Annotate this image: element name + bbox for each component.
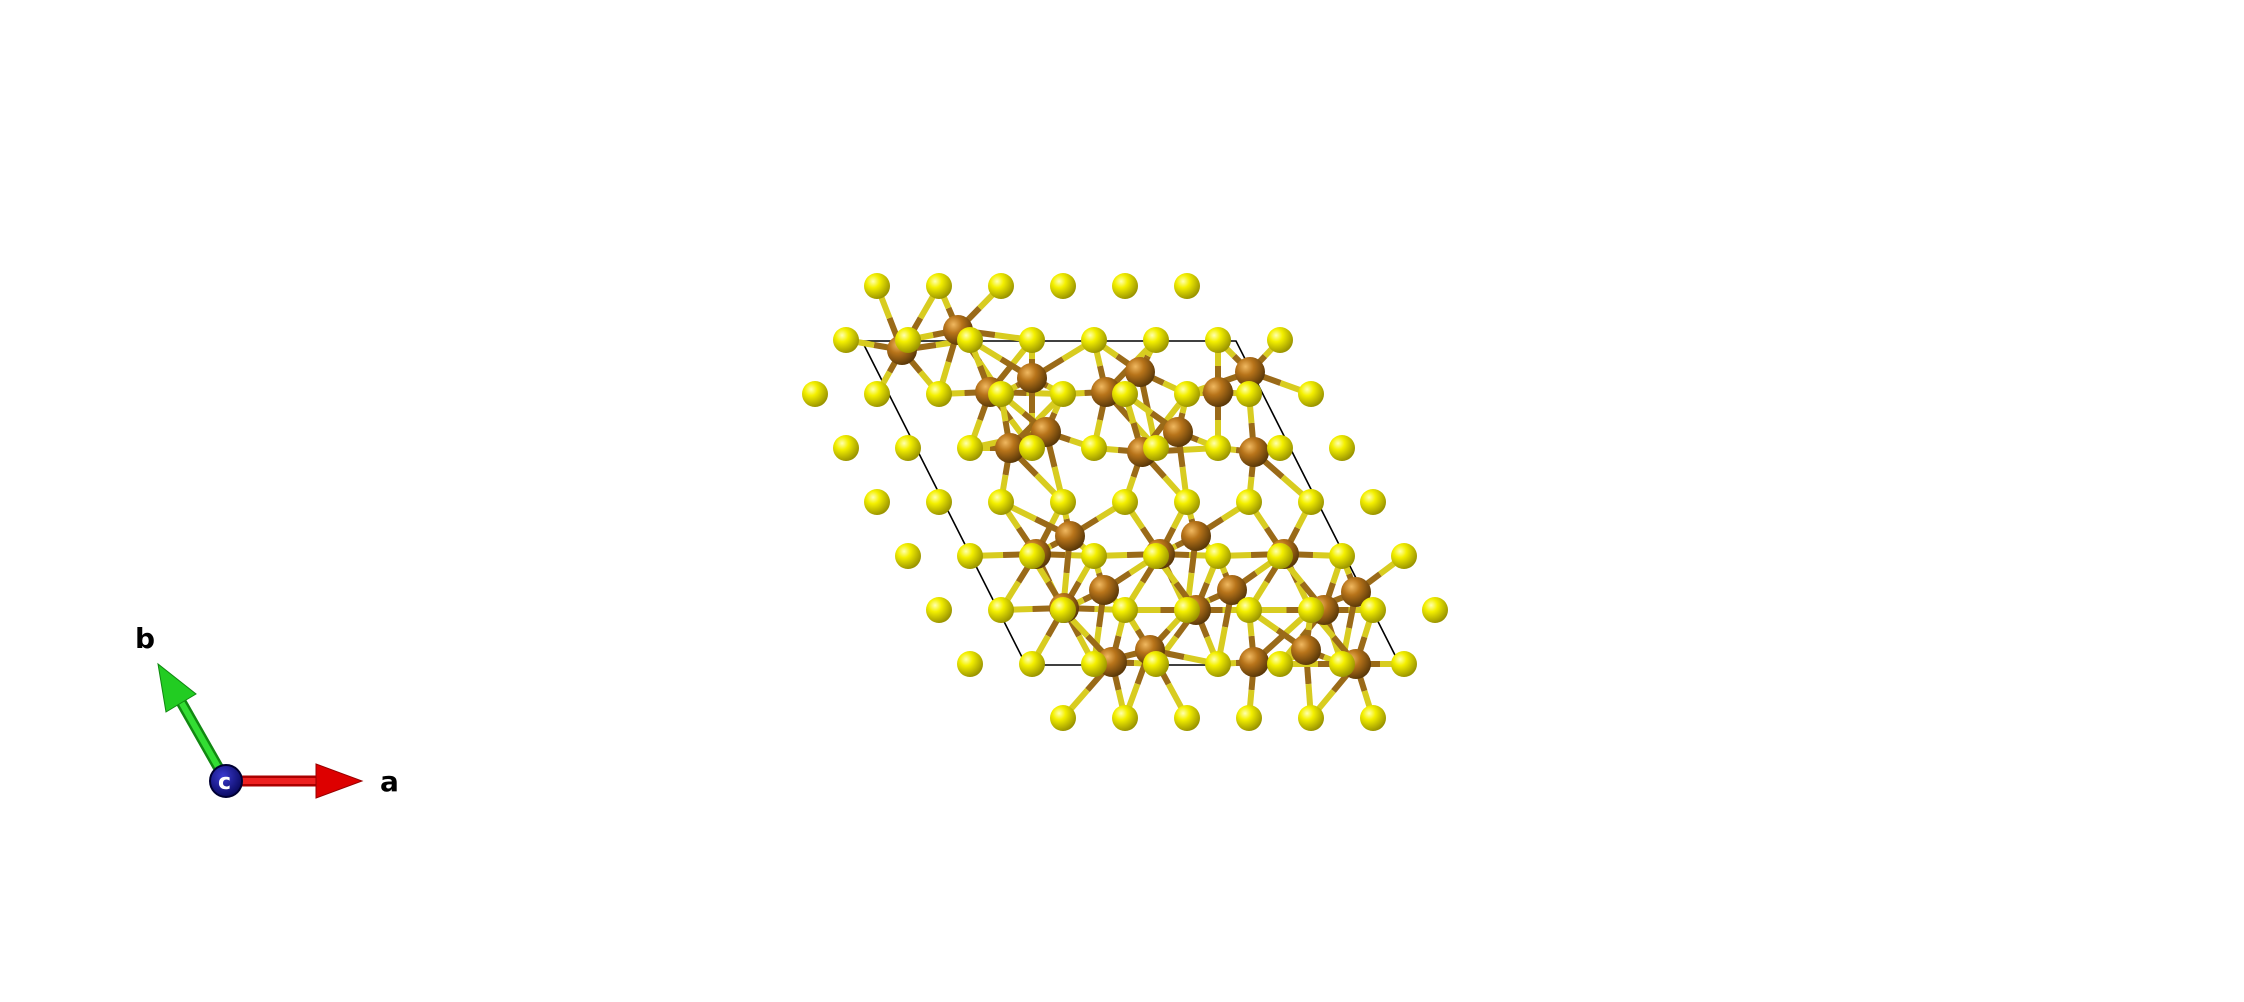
anion-atom[interactable] [957,435,983,461]
anion-atom[interactable] [1298,597,1324,623]
anion-atom[interactable] [926,381,952,407]
anion-atom[interactable] [957,327,983,353]
anion-atom[interactable] [1081,543,1107,569]
axis-label-b: b [135,622,155,655]
anion-atom[interactable] [1143,327,1169,353]
cation-atom[interactable] [995,433,1025,463]
anion-atom[interactable] [988,489,1014,515]
anion-atom[interactable] [1329,651,1355,677]
axis-label-c: c [218,770,231,795]
anion-atom[interactable] [1019,435,1045,461]
anion-atom[interactable] [1112,381,1138,407]
anion-atom[interactable] [988,273,1014,299]
anion-atom[interactable] [1112,273,1138,299]
anion-atom[interactable] [1174,597,1200,623]
anion-atom[interactable] [1205,543,1231,569]
anion-atom[interactable] [988,381,1014,407]
anion-atom[interactable] [1391,651,1417,677]
axis-triad: a b c [135,622,399,799]
anion-atom[interactable] [833,435,859,461]
anion-atom[interactable] [1050,381,1076,407]
anion-atom[interactable] [1236,705,1262,731]
anion-atom[interactable] [926,489,952,515]
anion-atom[interactable] [1205,651,1231,677]
anion-atom[interactable] [1267,651,1293,677]
anion-atom[interactable] [1422,597,1448,623]
anion-atom[interactable] [1329,435,1355,461]
cation-atom[interactable] [1239,647,1269,677]
cation-atom[interactable] [1181,521,1211,551]
anion-atom[interactable] [1267,543,1293,569]
cation-atom[interactable] [1203,377,1233,407]
anion-atom[interactable] [1081,327,1107,353]
cation-atom[interactable] [1089,575,1119,605]
cation-atom[interactable] [1055,521,1085,551]
anion-atom[interactable] [1236,489,1262,515]
anion-atom[interactable] [1143,435,1169,461]
anion-atom[interactable] [957,651,983,677]
anion-atom[interactable] [1019,327,1045,353]
cation-atom[interactable] [1217,575,1247,605]
anion-atom[interactable] [1298,381,1324,407]
anion-atom[interactable] [1360,705,1386,731]
anion-atom[interactable] [1174,273,1200,299]
anion-atom[interactable] [802,381,828,407]
anion-atom[interactable] [1236,597,1262,623]
anion-atom[interactable] [1174,489,1200,515]
anion-atom[interactable] [1360,489,1386,515]
anion-atom[interactable] [1081,651,1107,677]
anion-atom[interactable] [926,597,952,623]
anion-atom[interactable] [895,543,921,569]
anion-atom[interactable] [833,327,859,353]
anion-atom[interactable] [1112,489,1138,515]
anion-atom[interactable] [1267,435,1293,461]
anion-atom[interactable] [1205,435,1231,461]
anion-atom[interactable] [1298,705,1324,731]
anion-atom[interactable] [1050,705,1076,731]
anion-atom[interactable] [1143,651,1169,677]
cation-atom[interactable] [1235,357,1265,387]
b-axis-arrow [157,662,231,784]
anion-atom[interactable] [1019,651,1045,677]
anion-atom[interactable] [988,597,1014,623]
anion-atom[interactable] [1174,381,1200,407]
cation-atom[interactable] [1291,635,1321,665]
anion-atom[interactable] [864,381,890,407]
a-axis-arrow [226,763,364,799]
anion-atom[interactable] [1298,489,1324,515]
anion-atom[interactable] [1050,597,1076,623]
anion-atom[interactable] [1050,489,1076,515]
cation-atom[interactable] [1017,363,1047,393]
anion-atom[interactable] [957,543,983,569]
anion-atom[interactable] [1205,327,1231,353]
anion-atom[interactable] [1081,435,1107,461]
cation-atom[interactable] [1125,357,1155,387]
anion-atom[interactable] [864,489,890,515]
anion-atom[interactable] [1360,597,1386,623]
axis-label-a: a [380,765,399,798]
anion-atom[interactable] [1236,381,1262,407]
anion-atom[interactable] [864,273,890,299]
anion-atom[interactable] [1019,543,1045,569]
anion-atom[interactable] [1112,597,1138,623]
c-axis-marker [209,764,243,798]
anion-atom[interactable] [1267,327,1293,353]
anion-atom[interactable] [1112,705,1138,731]
cation-atom[interactable] [1239,437,1269,467]
anion-atom[interactable] [1050,273,1076,299]
anion-atom[interactable] [926,273,952,299]
anion-atoms-layer [802,273,1448,731]
anion-atom[interactable] [895,435,921,461]
anion-atom[interactable] [895,327,921,353]
anion-atom[interactable] [1391,543,1417,569]
anion-atom[interactable] [1174,705,1200,731]
anion-atom[interactable] [1143,543,1169,569]
anion-atom[interactable] [1329,543,1355,569]
cation-atom[interactable] [1341,577,1371,607]
cation-atom[interactable] [1163,417,1193,447]
